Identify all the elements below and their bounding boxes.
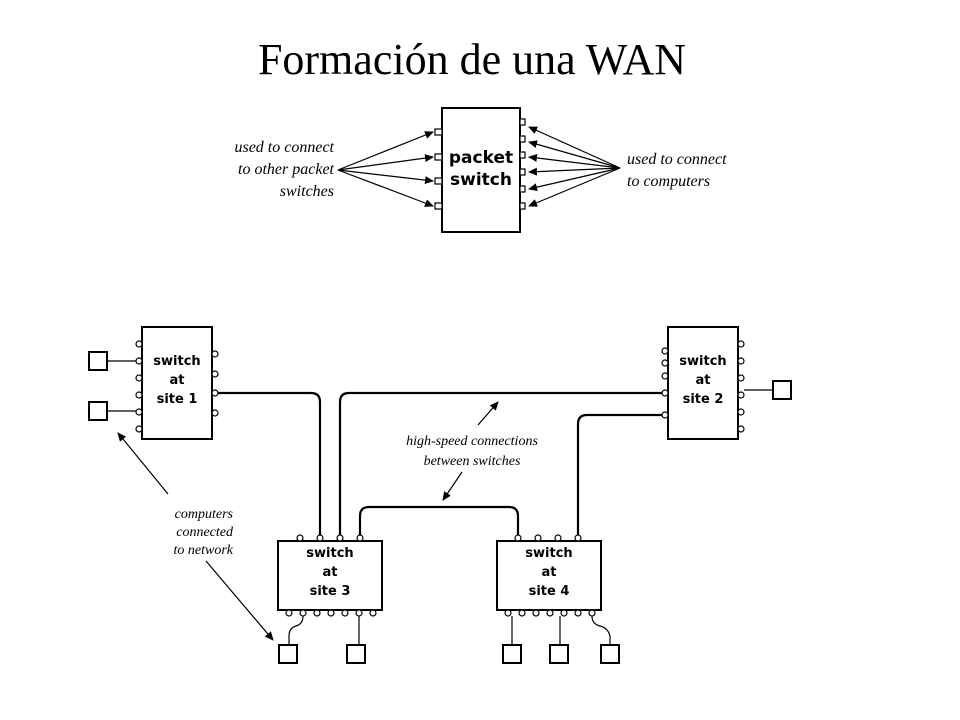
- packet-switch-label-2: switch: [450, 170, 512, 190]
- page-title: Formación de una WAN: [257, 35, 687, 84]
- computer-site4-c: [600, 644, 620, 664]
- computer-site2: [772, 380, 792, 400]
- switch-site-2: switch at site 2: [661, 326, 745, 440]
- computers-label-line-2: connected: [176, 525, 234, 540]
- computers-label-line-1: computers: [175, 507, 234, 522]
- hs-label-line-1: high-speed connections: [406, 434, 538, 449]
- computer-site1-a: [88, 351, 108, 371]
- right-label-line-2: to computers: [627, 173, 710, 190]
- site2-label-2: at: [696, 373, 711, 388]
- site4-label-3: site 4: [529, 584, 570, 599]
- left-arrows: [337, 131, 434, 207]
- annotation-arrows: [117, 401, 499, 641]
- computer-site4-b: [549, 644, 569, 664]
- site3-label-1: switch: [306, 546, 353, 561]
- site1-label-1: switch: [153, 354, 200, 369]
- computer-site4-a: [502, 644, 522, 664]
- site2-label-1: switch: [679, 354, 726, 369]
- site4-label-2: at: [542, 565, 557, 580]
- site2-label-3: site 2: [683, 392, 724, 407]
- site4-label-1: switch: [525, 546, 572, 561]
- switch-site-1: switch at site 1: [135, 326, 219, 440]
- left-label-line-2: to other packet: [238, 161, 335, 178]
- computer-site3-b: [346, 644, 366, 664]
- site1-label-2: at: [170, 373, 185, 388]
- right-arrows: [528, 126, 621, 207]
- computers-label-line-3: to network: [174, 543, 234, 558]
- packet-switch: packet switch: [434, 107, 526, 233]
- computer-site1-b: [88, 401, 108, 421]
- left-label-line-1: used to connect: [234, 139, 334, 156]
- right-label-line-1: used to connect: [627, 151, 727, 168]
- computers: [88, 351, 792, 664]
- switch-site-4: switch at site 4: [496, 534, 602, 617]
- site3-label-2: at: [323, 565, 338, 580]
- site3-label-3: site 3: [310, 584, 351, 599]
- packet-switch-label-1: packet: [449, 148, 513, 168]
- site1-label-3: site 1: [157, 392, 198, 407]
- hs-label-line-2: between switches: [424, 454, 521, 469]
- left-label-line-3: switches: [280, 183, 334, 200]
- computer-site3-a: [278, 644, 298, 664]
- high-speed-wires: [218, 391, 665, 538]
- switch-site-3: switch at site 3: [277, 534, 383, 617]
